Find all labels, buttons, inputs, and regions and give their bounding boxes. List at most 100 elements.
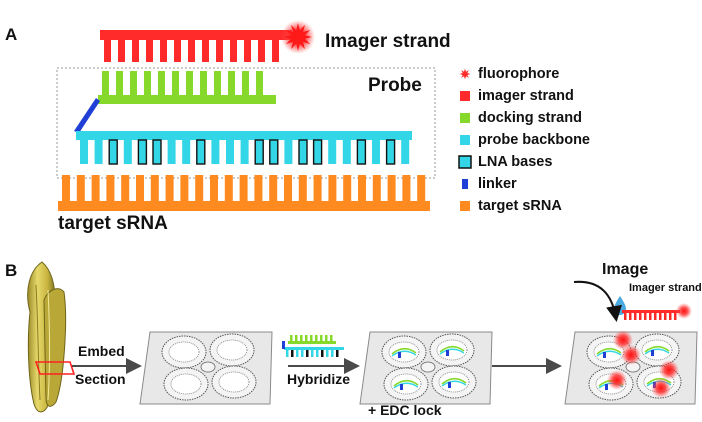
section-plane: [34, 361, 76, 375]
base: [130, 71, 137, 95]
imager-arrow: [573, 280, 622, 322]
base: [62, 175, 70, 201]
base: [210, 175, 218, 201]
linker-swatch: [462, 179, 468, 189]
lna-base: [298, 139, 308, 165]
base: [202, 40, 209, 62]
legend-imager-strand: imager strand: [478, 88, 574, 104]
base: [224, 175, 233, 201]
tissue-slide-2: [359, 331, 493, 405]
base: [298, 175, 307, 201]
base: [343, 175, 352, 201]
probe-backbone: [76, 131, 412, 165]
base: [254, 175, 263, 201]
base: [228, 71, 235, 95]
base: [132, 40, 139, 62]
legend-target-srna: target sRNA: [478, 198, 562, 214]
section-label: Section: [75, 371, 126, 387]
base: [116, 71, 123, 95]
lna-base: [137, 139, 148, 165]
base: [211, 140, 220, 164]
target-srna-label: target sRNA: [58, 213, 168, 234]
base: [91, 175, 100, 201]
lna-base: [152, 139, 162, 165]
base: [313, 175, 322, 201]
imager-strand-icon: [622, 303, 692, 320]
probe-icon: [282, 335, 344, 357]
panel-label-a: A: [5, 25, 18, 44]
imager-strand: [100, 30, 292, 62]
base: [76, 175, 85, 201]
base: [186, 71, 193, 95]
linker: [74, 98, 100, 133]
base: [102, 71, 109, 95]
target-srna: [58, 175, 430, 211]
base: [182, 140, 191, 164]
base: [106, 175, 115, 201]
legend-linker: linker: [478, 176, 517, 192]
base: [269, 175, 278, 201]
base: [284, 140, 293, 164]
fluorophore-icon: [459, 68, 471, 80]
lna-swatch: [458, 155, 472, 169]
base: [328, 140, 337, 164]
base: [284, 175, 292, 201]
docking-strand: [98, 71, 276, 104]
imager-swatch: [460, 91, 470, 101]
lna-base: [312, 139, 323, 165]
base: [80, 140, 88, 164]
base: [342, 140, 351, 164]
flower-bud: [27, 261, 76, 413]
lna-base: [196, 139, 206, 165]
base: [172, 71, 179, 95]
lna-base: [385, 139, 396, 165]
base: [240, 140, 249, 164]
backbone-swatch: [460, 135, 470, 145]
base: [200, 71, 207, 95]
hybridize-label: Hybridize: [287, 371, 351, 387]
base: [244, 40, 251, 62]
base: [401, 140, 410, 164]
legend-docking-strand: docking strand: [478, 110, 582, 126]
panel-label-b: B: [5, 261, 18, 280]
base: [372, 140, 380, 164]
legend: [458, 68, 472, 211]
base: [160, 40, 167, 62]
edc-lock-label: + EDC lock: [368, 402, 442, 418]
imager-strand-label: Imager strand: [325, 31, 451, 52]
base: [214, 71, 221, 95]
base: [258, 40, 265, 62]
base: [121, 175, 130, 201]
lna-base: [269, 139, 279, 165]
base: [195, 175, 204, 201]
docking-swatch: [460, 113, 470, 123]
base: [174, 40, 181, 62]
base: [387, 175, 396, 201]
legend-fluorophore: fluorophore: [478, 66, 560, 82]
base: [272, 40, 279, 62]
imager-strand-small-label: Imager strand: [629, 282, 702, 294]
base: [226, 140, 234, 164]
base: [144, 71, 151, 95]
base: [402, 175, 411, 201]
base: [167, 140, 176, 164]
lna-base: [108, 139, 118, 165]
base: [123, 140, 132, 164]
base: [372, 175, 381, 201]
target-swatch: [460, 201, 470, 211]
base: [417, 175, 426, 201]
base: [242, 71, 249, 95]
base: [328, 175, 337, 201]
base: [165, 175, 174, 201]
base: [136, 175, 144, 201]
base: [180, 175, 189, 201]
base: [358, 175, 366, 201]
base: [239, 175, 248, 201]
base: [216, 40, 223, 62]
base: [230, 40, 237, 62]
base: [118, 40, 125, 62]
tissue-slide-1: [139, 331, 273, 405]
lna-base: [254, 139, 264, 165]
base: [150, 175, 159, 201]
legend-lna-bases: LNA bases: [478, 154, 553, 170]
